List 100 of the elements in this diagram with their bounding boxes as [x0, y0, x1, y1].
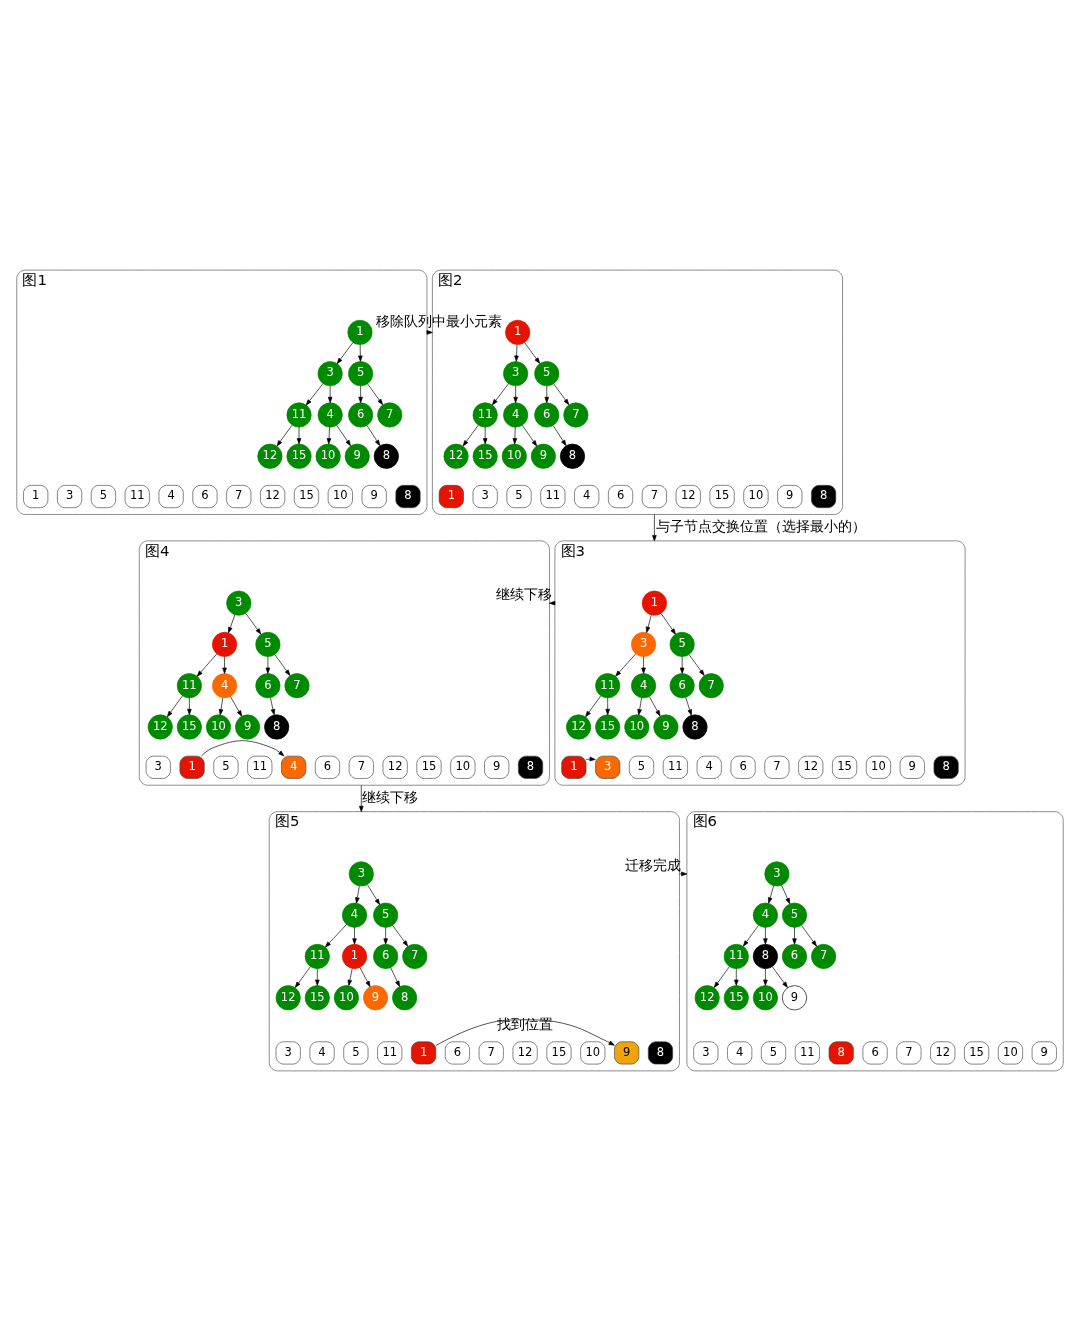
arrow: [679, 655, 685, 674]
node-circle: 12: [694, 984, 720, 1010]
node-circle: 3: [317, 360, 343, 386]
arrow: [355, 885, 360, 903]
node-circle: 9: [344, 443, 370, 469]
node-circle: 10: [752, 984, 778, 1010]
arrow: [359, 784, 364, 812]
arrow: [327, 385, 333, 403]
arrow: [347, 967, 353, 986]
arrow: [524, 341, 541, 364]
arrow: [270, 696, 276, 715]
arrow: [265, 655, 271, 674]
node-circle: 11: [723, 943, 749, 969]
arrow: [734, 967, 739, 986]
node-circle: 7: [402, 943, 428, 969]
arrow: [383, 926, 388, 944]
node-circle: 3: [348, 860, 374, 886]
edge-label: 继续下移: [495, 585, 552, 602]
arrow: [713, 965, 730, 988]
arrow: [482, 426, 488, 444]
arrow: [660, 612, 676, 635]
node-circle: 15: [472, 443, 498, 469]
edge-label: 迁移完成: [624, 856, 681, 873]
node-circle: 7: [698, 672, 724, 698]
arrow: [641, 655, 646, 674]
node-circle: 10: [333, 984, 359, 1010]
node-circle: 9: [653, 714, 679, 740]
node-circle: 4: [212, 672, 238, 698]
node-circle: 5: [534, 360, 560, 386]
node-circle: 1: [212, 631, 238, 657]
arrow: [359, 966, 371, 987]
node-circle: 12: [275, 984, 301, 1010]
arrow: [679, 871, 688, 876]
node-circle: 10: [315, 443, 341, 469]
arrow: [222, 655, 227, 674]
node-circle: 4: [503, 401, 529, 427]
arrow: [763, 967, 768, 986]
edge-label: 与子节点交换位置（选择最小的）: [656, 517, 867, 534]
arrow: [326, 426, 332, 444]
node-circle: 3: [503, 360, 529, 386]
arrow: [462, 424, 479, 446]
arrow: [792, 926, 797, 944]
node-circle: 15: [595, 714, 621, 740]
arrow: [615, 653, 636, 677]
node-circle: 6: [782, 943, 808, 969]
arrow: [325, 923, 347, 947]
node-circle: 11: [472, 401, 498, 427]
node-circle: 1: [347, 319, 373, 345]
arrow: [801, 924, 817, 946]
node-circle: 1: [342, 943, 368, 969]
arrow: [336, 424, 351, 446]
arrow: [367, 883, 380, 905]
node-circle: 12: [443, 443, 469, 469]
arrow: [358, 385, 363, 403]
arrow: [435, 1018, 615, 1046]
node-circle: 7: [377, 401, 403, 427]
arrow: [228, 613, 236, 633]
node-circle: 8: [392, 984, 418, 1010]
node-circle: 12: [257, 443, 283, 469]
arrow: [645, 614, 652, 633]
arrow: [296, 426, 302, 444]
arrow: [167, 695, 183, 717]
node-circle: 5: [669, 631, 695, 657]
node-circle: 3: [226, 590, 252, 616]
node-circle: 8: [373, 443, 399, 469]
edge-label: 继续下移: [362, 788, 419, 805]
arrow: [352, 926, 357, 944]
node-circle: 12: [147, 714, 173, 740]
arrow: [201, 739, 285, 756]
arrow: [605, 697, 610, 715]
arrow: [585, 756, 596, 761]
arrow: [514, 343, 519, 362]
arrow: [392, 924, 409, 946]
arrow: [492, 382, 509, 405]
node-circle: 8: [752, 943, 778, 969]
node-circle: 15: [723, 984, 749, 1010]
arrow: [553, 383, 570, 405]
node-circle: 9: [782, 984, 808, 1010]
node-circle: 1: [505, 319, 531, 345]
node-circle: 7: [563, 401, 589, 427]
arrow: [358, 343, 363, 362]
arrow: [187, 697, 192, 715]
node-circle: 11: [286, 401, 312, 427]
node-circle: 6: [348, 401, 374, 427]
arrow: [743, 924, 759, 946]
arrow: [552, 424, 567, 446]
arrow: [544, 385, 549, 403]
arrow: [763, 926, 768, 944]
node-circle: 5: [348, 360, 374, 386]
arrow: [781, 884, 791, 904]
node-circle: 10: [624, 714, 650, 740]
node-circle: 7: [811, 943, 837, 969]
node-circle: 9: [530, 443, 556, 469]
node-circle: 6: [255, 672, 281, 698]
node-circle: 9: [235, 714, 261, 740]
node-circle: 10: [501, 443, 527, 469]
node-circle: 8: [264, 714, 290, 740]
arrow: [305, 382, 324, 405]
node-circle: 6: [373, 943, 399, 969]
node-circle: 15: [176, 714, 202, 740]
